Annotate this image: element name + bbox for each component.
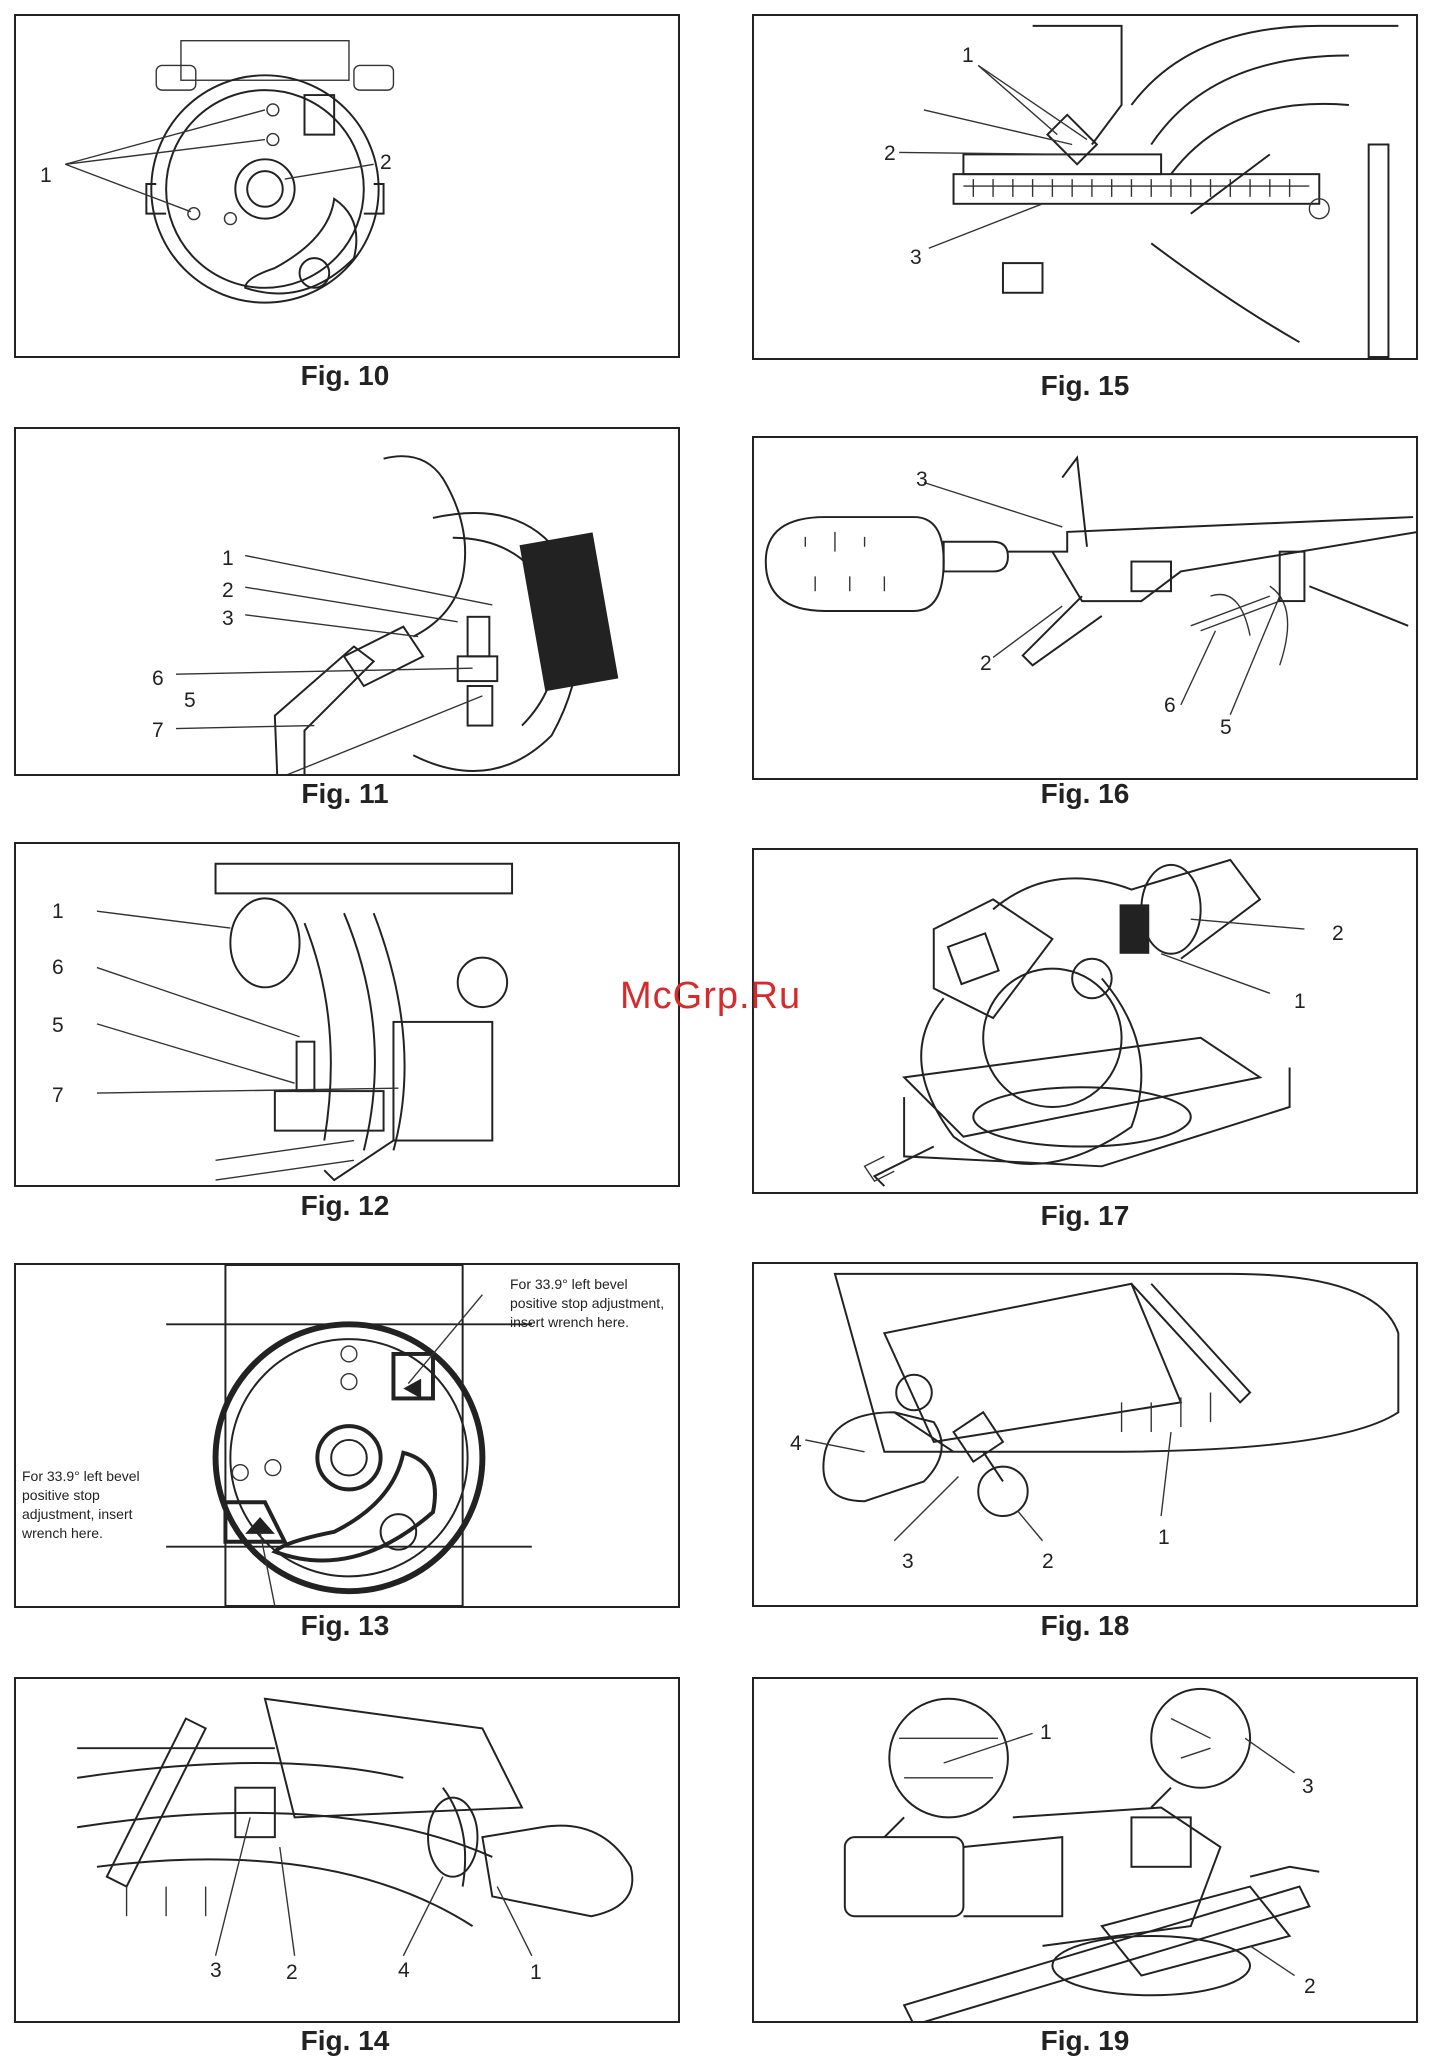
fig11-drawing	[16, 429, 678, 774]
fig15-label-1: 1	[962, 44, 974, 68]
fig13-caption: Fig. 13	[195, 1610, 495, 1642]
fig12-label-5: 5	[52, 1014, 64, 1038]
fig11-label-6: 6	[152, 667, 164, 691]
fig10-drawing	[16, 16, 678, 356]
fig11-label-7: 7	[152, 719, 164, 743]
fig17-label-2: 2	[1332, 922, 1344, 946]
fig18-label-4: 4	[790, 1432, 802, 1456]
fig19-caption: Fig. 19	[935, 2025, 1235, 2057]
fig19-illustration: 1 3 2	[752, 1677, 1418, 2023]
fig16-label-6: 6	[1164, 694, 1176, 718]
fig15-label-3: 3	[910, 246, 922, 270]
fig16-label-2: 2	[980, 652, 992, 676]
fig11-label-1: 1	[222, 547, 234, 571]
fig10-label-2: 2	[380, 151, 392, 175]
fig18-label-3: 3	[902, 1550, 914, 1574]
fig19-label-1: 1	[1040, 1721, 1052, 1745]
fig14-label-4: 4	[398, 1959, 410, 1983]
fig19-label-2: 2	[1304, 1975, 1316, 1999]
fig16-drawing	[754, 438, 1416, 778]
watermark-text: McGrp.Ru	[620, 975, 801, 1018]
fig18-illustration: 4 3 2 1	[752, 1262, 1418, 1607]
fig16-illustration: 3 2 6 5	[752, 436, 1418, 780]
fig12-label-1: 1	[52, 900, 64, 924]
fig18-label-1: 1	[1158, 1526, 1170, 1550]
fig13-note-right: For 33.9° left bevel positive stop adjus…	[510, 1275, 670, 1332]
fig18-drawing	[754, 1264, 1416, 1605]
fig12-illustration: 1 6 5 7	[14, 842, 680, 1187]
fig14-drawing	[16, 1679, 678, 2021]
fig16-caption: Fig. 16	[935, 778, 1235, 810]
fig14-label-2: 2	[286, 1961, 298, 1985]
fig18-caption: Fig. 18	[935, 1610, 1235, 1642]
fig11-label-3: 3	[222, 607, 234, 631]
fig10-illustration: 1 2	[14, 14, 680, 358]
fig11-label-5: 5	[184, 689, 196, 713]
fig18-label-2: 2	[1042, 1550, 1054, 1574]
fig12-caption: Fig. 12	[195, 1190, 495, 1222]
fig17-drawing	[754, 850, 1416, 1192]
fig19-drawing	[754, 1679, 1416, 2021]
fig10-label-1: 1	[40, 164, 52, 188]
fig14-label-3: 3	[210, 1959, 222, 1983]
fig12-label-6: 6	[52, 956, 64, 980]
fig13-illustration: For 33.9° left bevel positive stop adjus…	[14, 1263, 680, 1608]
fig13-note-left: For 33.9° left bevel positive stop adjus…	[22, 1467, 172, 1543]
fig15-illustration: 1 2 3	[752, 14, 1418, 360]
fig17-caption: Fig. 17	[935, 1200, 1235, 1232]
fig12-drawing	[16, 844, 678, 1185]
fig15-caption: Fig. 15	[935, 370, 1235, 402]
fig10-caption: Fig. 10	[195, 360, 495, 392]
fig11-caption: Fig. 11	[195, 778, 495, 810]
fig11-label-2: 2	[222, 579, 234, 603]
fig17-label-1: 1	[1294, 990, 1306, 1014]
fig16-label-5: 5	[1220, 716, 1232, 740]
fig14-label-1: 1	[530, 1961, 542, 1985]
fig12-label-7: 7	[52, 1084, 64, 1108]
fig19-label-3: 3	[1302, 1775, 1314, 1799]
fig11-illustration: 1 2 3 6 7 5	[14, 427, 680, 776]
fig15-label-2: 2	[884, 142, 896, 166]
fig14-illustration: 3 2 4 1	[14, 1677, 680, 2023]
fig17-illustration: 2 1	[752, 848, 1418, 1194]
fig14-caption: Fig. 14	[195, 2025, 495, 2057]
fig15-drawing	[754, 16, 1416, 358]
fig16-label-3: 3	[916, 468, 928, 492]
